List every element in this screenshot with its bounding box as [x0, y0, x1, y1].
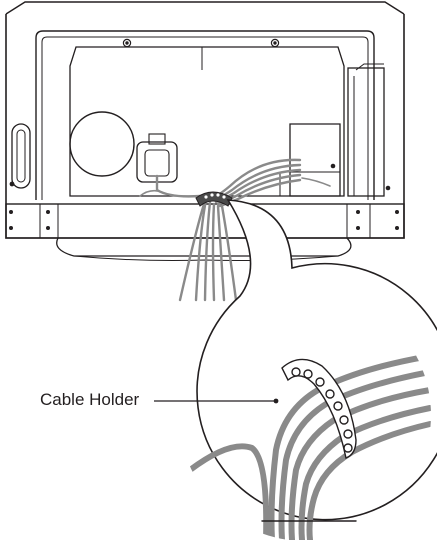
round-port [69, 111, 135, 177]
zoomed-detail [154, 353, 431, 540]
tv-stand-base [56, 237, 352, 257]
zoomed-cables [187, 353, 431, 540]
tv-inner-frame [35, 30, 375, 200]
side-connector-panel [347, 67, 385, 197]
callout-leader-dot [273, 398, 279, 404]
tv-top-edge [5, 1, 405, 15]
cable-holder-label: Cable Holder [40, 390, 140, 409]
screw-left [122, 38, 132, 48]
tv-back-cover [69, 46, 345, 197]
cable-holder-small [195, 191, 233, 207]
zoomed-cable-holder [281, 358, 357, 459]
tv-rear-panel [5, 1, 405, 261]
left-handle-slot [11, 123, 31, 189]
screw-right [270, 38, 280, 48]
